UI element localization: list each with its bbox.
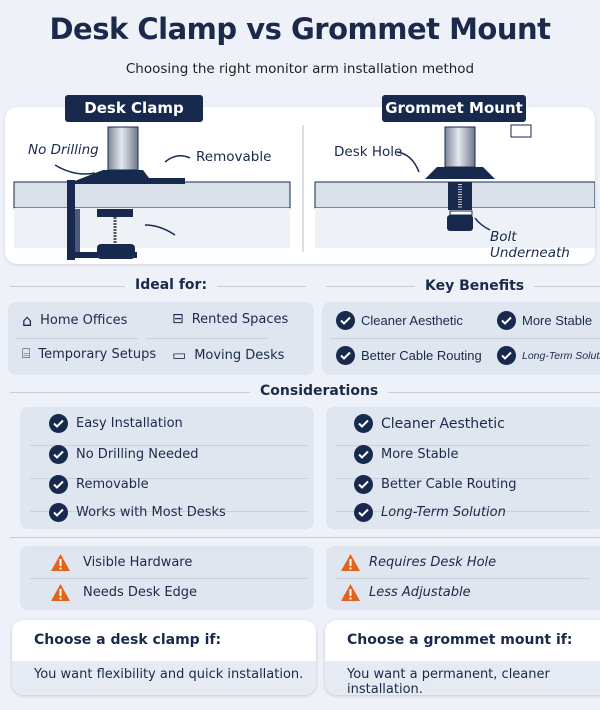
grommet-mount-badge: Grommet Mount: [382, 95, 526, 122]
choose-clamp-card: Choose a desk clamp if: You want flexibi…: [12, 620, 316, 695]
clamp-pro-item: Works with Most Desks: [76, 505, 226, 520]
grommet-hardware-icon: [425, 124, 532, 231]
clamp-pros-panel: [20, 407, 314, 529]
choose-clamp-heading: Choose a desk clamp if:: [12, 620, 316, 661]
mount-illustration: [13, 124, 595, 260]
grommet-pro-item: Cleaner Aesthetic: [381, 415, 505, 432]
warning-icon: [51, 554, 70, 571]
divider: [336, 445, 590, 446]
clamp-desk: [13, 181, 291, 248]
clamp-pro-item: Easy Installation: [76, 416, 183, 431]
grommet-con-item: Less Adjustable: [369, 585, 471, 600]
pro-row: More Stable: [354, 445, 459, 464]
benefit-item: Long-Term Solution: [522, 349, 600, 362]
divider: [336, 578, 590, 579]
divider: [30, 478, 308, 479]
check-icon: [49, 414, 68, 433]
considerations-heading: Considerations: [250, 383, 389, 399]
choose-grommet-text: You want a permanent, cleaner installati…: [325, 661, 600, 695]
divider: [30, 511, 308, 512]
check-icon: [49, 475, 68, 494]
clamp-hardware-icon: [67, 126, 185, 260]
home-office-icon: ⌂: [22, 311, 33, 330]
benefit-row: More Stable: [497, 311, 592, 330]
temporary-setup-icon: ⌸: [22, 346, 31, 362]
check-icon: [354, 475, 373, 494]
warning-icon: [51, 584, 70, 601]
con-row: Less Adjustable: [340, 583, 471, 602]
divider: [10, 537, 600, 538]
benefit-row: Cleaner Aesthetic: [336, 311, 463, 330]
choose-clamp-text: You want flexibility and quick installat…: [12, 661, 316, 695]
benefit-row: Better Cable Routing: [336, 346, 482, 365]
check-icon: [497, 311, 516, 330]
ideal-row: ⊟ Rented Spaces: [172, 311, 288, 327]
callout-removable: Removable: [196, 149, 272, 165]
check-icon: [49, 445, 68, 464]
laptop-desk-icon: ▭: [172, 346, 187, 364]
pro-row: Removable: [49, 475, 149, 494]
grommet-pro-item: Long-Term Solution: [381, 505, 506, 520]
con-row: Visible Hardware: [50, 553, 192, 572]
check-icon: [497, 346, 516, 365]
check-icon: [354, 445, 373, 464]
con-row: Requires Desk Hole: [340, 553, 496, 572]
page-title: Desk Clamp vs Grommet Mount: [49, 12, 551, 46]
grommet-pro-item: More Stable: [381, 447, 459, 462]
clamp-pro-item: No Drilling Needed: [76, 447, 199, 462]
key-benefits-heading: Key Benefits: [415, 278, 535, 294]
warning-icon: [341, 584, 360, 601]
callout-desk-hole: Desk Hole: [334, 144, 403, 160]
ideal-item: Temporary Setups: [38, 346, 157, 362]
pro-row: Easy Installation: [49, 414, 183, 433]
benefit-item: More Stable: [522, 313, 593, 328]
ideal-row: ⌂ Home Offices: [22, 311, 127, 330]
ideal-row: ⌸ Temporary Setups: [22, 346, 156, 362]
check-icon: [354, 414, 373, 433]
divider: [336, 511, 590, 512]
ideal-for-heading: Ideal for:: [125, 277, 218, 293]
divider: [15, 338, 138, 339]
check-icon: [354, 503, 373, 522]
ideal-item: Rented Spaces: [191, 311, 289, 327]
divider: [330, 338, 600, 339]
pro-row: Better Cable Routing: [354, 475, 516, 494]
check-icon: [336, 311, 355, 330]
grommet-pro-item: Better Cable Routing: [381, 477, 517, 492]
clamp-pro-item: Removable: [76, 477, 149, 492]
benefit-item: Better Cable Routing: [361, 348, 482, 363]
callout-bolt-underneath: Bolt Underneath: [490, 229, 570, 261]
ideal-item: Home Offices: [40, 313, 128, 328]
pro-row: Long-Term Solution: [354, 503, 506, 522]
rented-space-icon: ⊟: [172, 311, 184, 327]
pro-row: Cleaner Aesthetic: [354, 414, 505, 433]
divider: [146, 338, 268, 339]
pro-row: No Drilling Needed: [49, 445, 198, 464]
illustration-panel: [5, 107, 595, 264]
callout-arrows: [54, 151, 491, 236]
divider: [30, 578, 308, 579]
con-row: Needs Desk Edge: [50, 583, 197, 602]
desk-clamp-badge: Desk Clamp: [65, 95, 203, 122]
clamp-con-item: Needs Desk Edge: [83, 585, 198, 600]
check-icon: [49, 503, 68, 522]
divider: [336, 478, 590, 479]
divider: [30, 445, 308, 446]
ideal-item: Moving Desks: [194, 347, 285, 363]
ideal-row: ▭ Moving Desks: [172, 346, 284, 364]
benefit-item: Cleaner Aesthetic: [361, 313, 463, 328]
choose-grommet-heading: Choose a grommet mount if:: [325, 620, 600, 661]
clamp-con-item: Visible Hardware: [83, 555, 193, 570]
pro-row: Works with Most Desks: [49, 503, 226, 522]
callout-no-drilling: No Drilling: [28, 142, 99, 158]
grommet-con-item: Requires Desk Hole: [369, 555, 497, 570]
check-icon: [336, 346, 355, 365]
warning-icon: [341, 554, 360, 571]
page-subtitle: Choosing the right monitor arm installat…: [125, 61, 475, 77]
benefit-row: Long-Term Solution: [497, 346, 600, 365]
choose-grommet-card: Choose a grommet mount if: You want a pe…: [325, 620, 600, 695]
